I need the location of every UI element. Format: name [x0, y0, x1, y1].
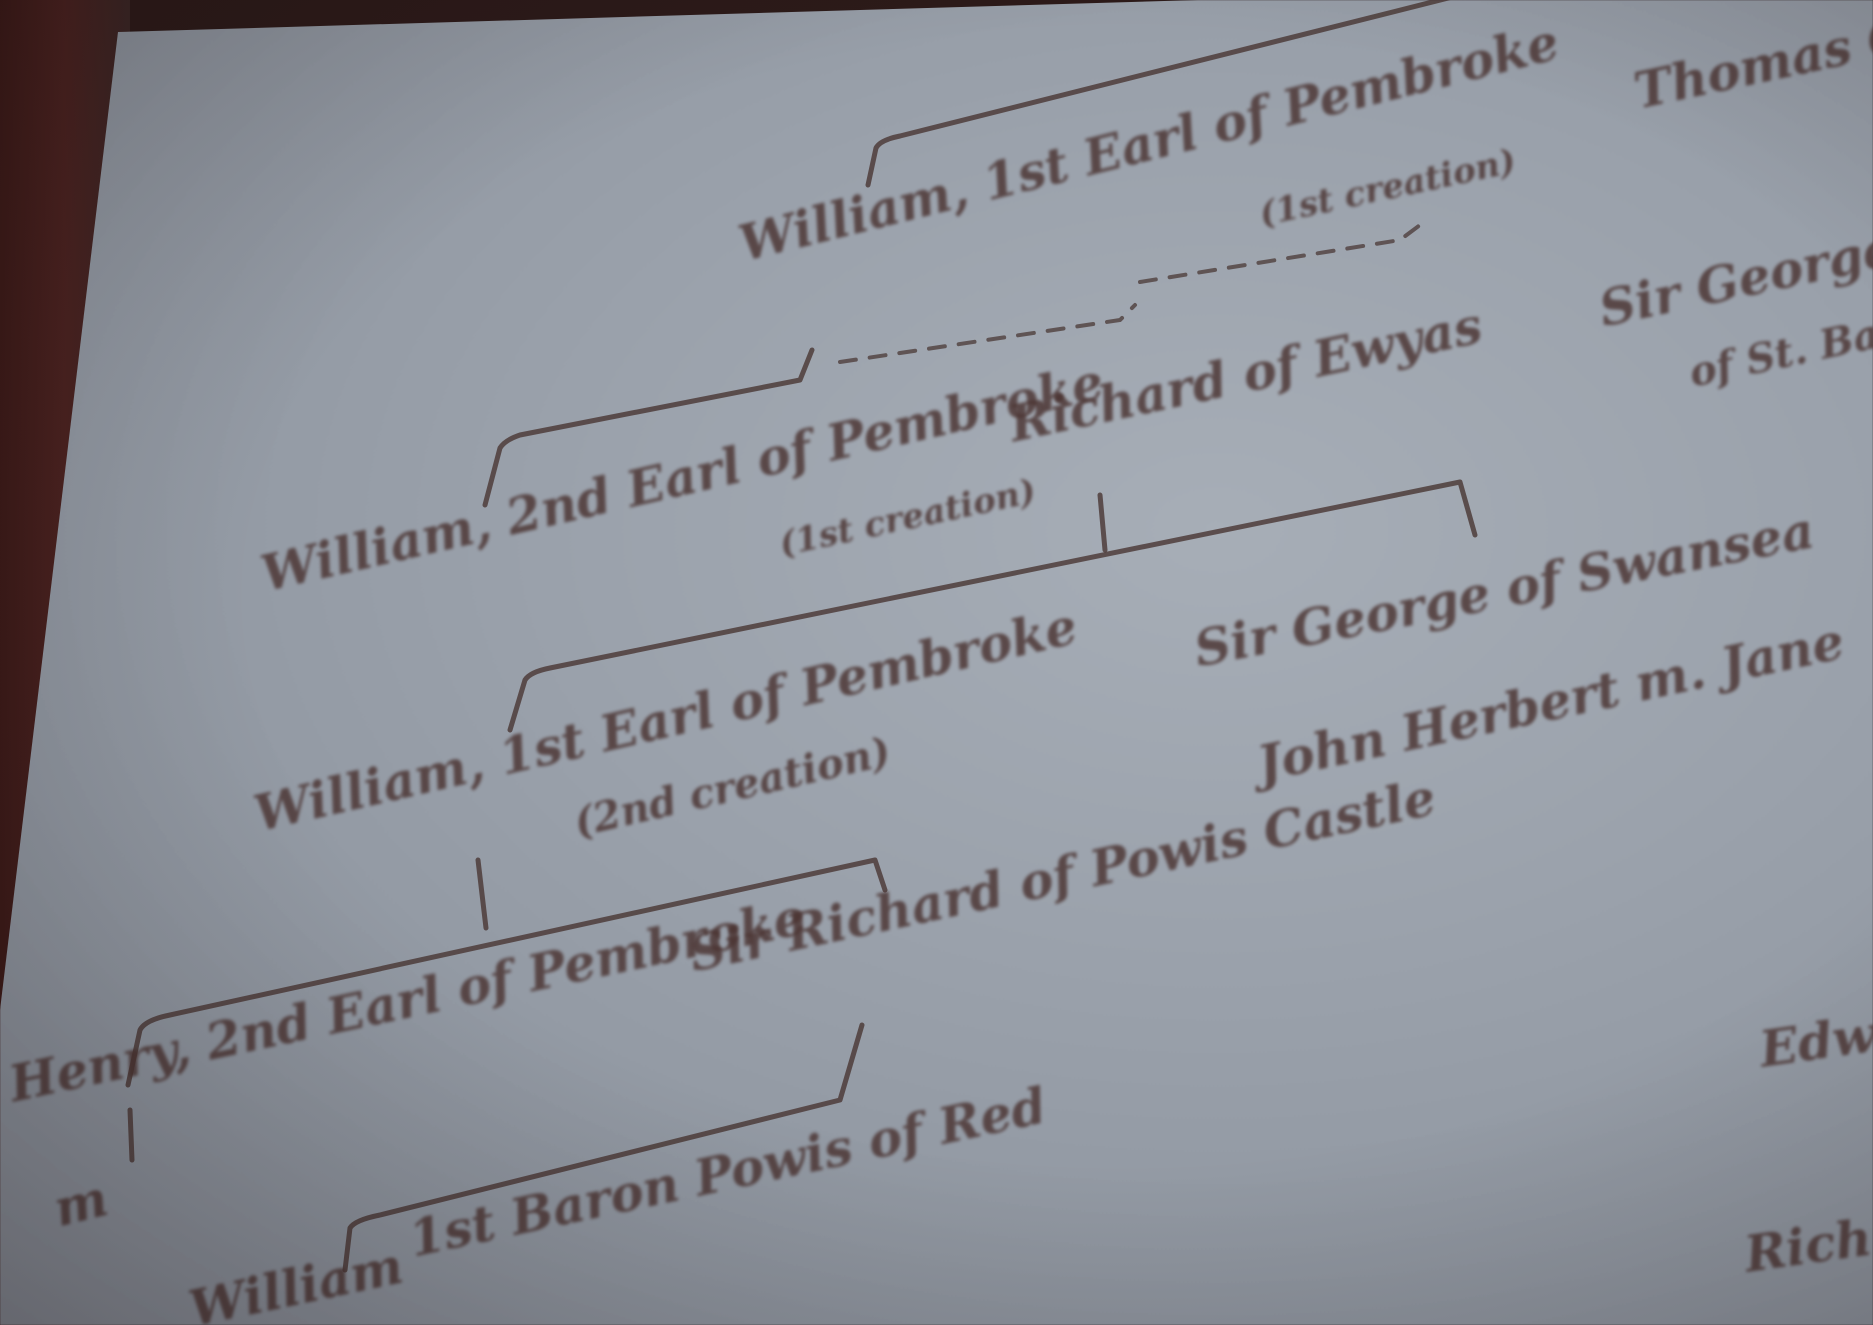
tree-bracket-2 [482, 347, 815, 508]
tree-bracket-5 [342, 1022, 865, 1273]
tree-drop-4 [475, 857, 489, 931]
tree-marriage-dash-2 [838, 303, 1137, 364]
tree-drop-5 [127, 1107, 135, 1163]
tree-bracket-3 [507, 479, 1478, 733]
tree-bracket-4 [125, 857, 888, 1088]
tree-marriage-dash-top [1138, 223, 1422, 284]
tree-drop-3 [1097, 492, 1108, 553]
tree-bracket-top [865, 0, 1451, 188]
